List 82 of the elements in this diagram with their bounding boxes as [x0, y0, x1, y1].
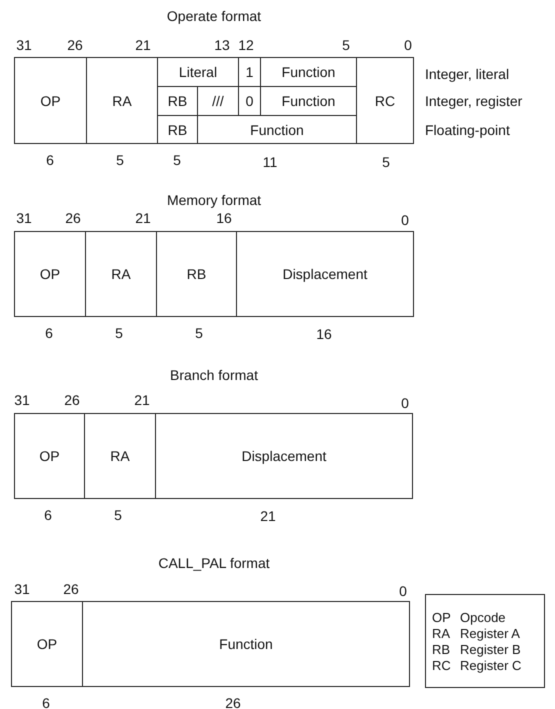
- bit-position: 31: [16, 210, 32, 226]
- legend-box: [425, 594, 545, 688]
- variant-label: Integer, register: [425, 93, 522, 109]
- field-name: RA: [110, 448, 130, 464]
- bit-position: 21: [134, 392, 150, 408]
- field-cell: [11, 601, 83, 687]
- field-cell: [156, 231, 237, 317]
- bit-position: 31: [16, 37, 32, 53]
- bit-position: 26: [67, 37, 83, 53]
- bit-position: 5: [342, 37, 350, 53]
- bit-position: 26: [63, 581, 79, 597]
- field-width: 6: [46, 152, 54, 168]
- bit-position: 21: [135, 37, 151, 53]
- legend-meaning: Register A: [460, 626, 521, 640]
- field-name: Displacement: [242, 448, 326, 464]
- field-name: OP: [39, 448, 60, 464]
- field-cell: [82, 601, 410, 687]
- legend-abbreviation: RC: [432, 658, 452, 672]
- field-name: Literal: [178, 64, 218, 80]
- bit-position: 12: [238, 37, 254, 53]
- field-name: Function: [282, 93, 336, 109]
- field-cell: [14, 413, 85, 499]
- field-width: 5: [116, 152, 124, 168]
- bit-position: 0: [401, 212, 409, 228]
- bit-position: 26: [65, 210, 81, 226]
- field-width: 5: [115, 325, 123, 341]
- field-cell: [236, 231, 414, 317]
- field-name: RB: [168, 122, 188, 138]
- field-cell: [86, 57, 158, 144]
- field-width: 11: [262, 154, 278, 170]
- format-title: CALL_PAL format: [158, 555, 270, 571]
- legend-meaning: Opcode: [460, 610, 507, 624]
- field-name: 1: [246, 64, 254, 80]
- legend-abbreviation: OP: [432, 610, 452, 624]
- field-width: 5: [382, 154, 390, 170]
- field-width: 5: [173, 152, 181, 168]
- field-cell: [155, 413, 413, 499]
- bit-position: 13: [214, 37, 230, 53]
- field-width: 6: [44, 507, 52, 523]
- field-name: RA: [111, 266, 131, 282]
- field-cell: [85, 231, 157, 317]
- variant-label: Floating-point: [425, 122, 510, 138]
- field-width: 6: [42, 695, 50, 709]
- field-name: Displacement: [282, 266, 368, 282]
- field-cell: [84, 413, 156, 499]
- legend-meaning: Register C: [460, 658, 522, 672]
- field-name: Function: [282, 64, 336, 80]
- field-name: RC: [374, 92, 396, 108]
- format-title: Operate format: [166, 8, 262, 24]
- field-name: OP: [36, 636, 58, 652]
- field-cell: [356, 57, 414, 144]
- field-width: 5: [195, 325, 203, 341]
- legend-abbreviation: RB: [432, 642, 452, 656]
- bit-position: 0: [399, 583, 407, 599]
- field-name: RB: [168, 93, 188, 109]
- field-name: Function: [250, 122, 304, 138]
- legend-abbreviation: RA: [432, 626, 452, 640]
- field-name: OP: [40, 266, 60, 282]
- field-cell: [14, 231, 86, 317]
- bit-position: 21: [135, 210, 151, 226]
- field-name: OP: [40, 92, 61, 108]
- field-width: 16: [316, 326, 332, 342]
- field-name: RA: [112, 92, 132, 108]
- field-name: Function: [219, 636, 273, 652]
- field-width: 6: [45, 325, 53, 341]
- bit-position: 26: [64, 392, 80, 408]
- bit-position: 31: [14, 581, 30, 597]
- field-width: 26: [225, 695, 241, 709]
- bit-position: 0: [404, 37, 412, 53]
- variant-label: Integer, literal: [425, 66, 510, 82]
- bit-position: 0: [401, 395, 409, 411]
- field-name: RB: [186, 266, 206, 282]
- legend-meaning: Register B: [460, 642, 522, 656]
- field-name: 0: [246, 93, 254, 109]
- bit-position: 16: [216, 210, 232, 226]
- field-cell: [14, 57, 87, 144]
- field-width: 5: [114, 507, 122, 523]
- format-title: Memory format: [166, 192, 262, 208]
- format-title: Branch format: [170, 367, 258, 383]
- field-name: ///: [212, 93, 224, 109]
- field-width: 21: [260, 508, 276, 524]
- bit-position: 31: [14, 392, 30, 408]
